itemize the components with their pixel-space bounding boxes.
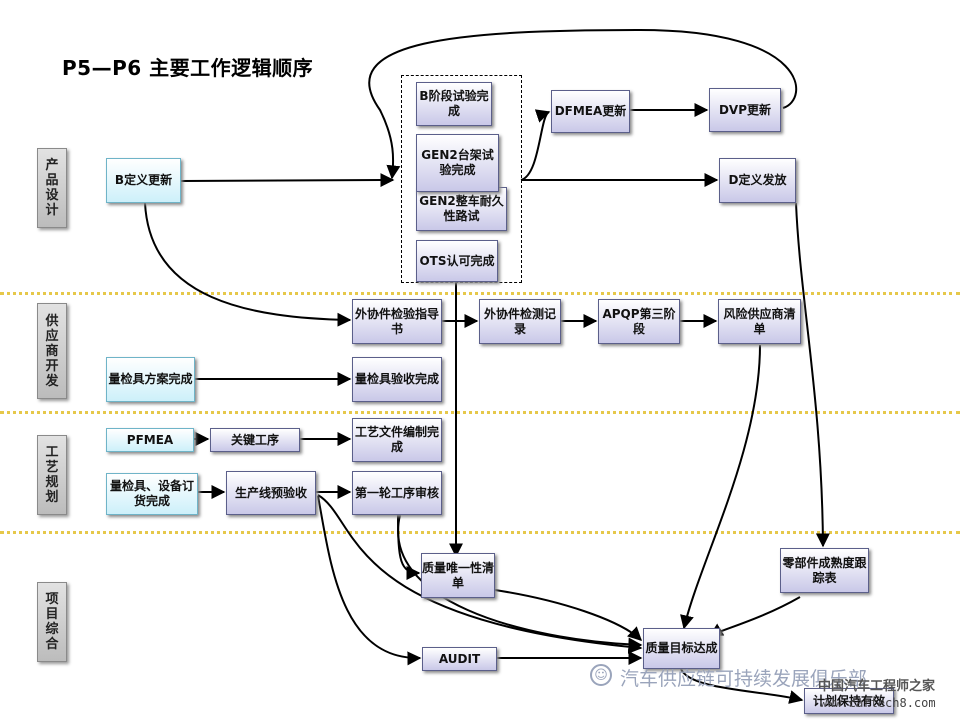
node-dvp-update: DVP更新 — [709, 88, 781, 132]
node-first-round-process-audit: 第一轮工序审核 — [352, 471, 442, 515]
edge-bdef-gen2 — [180, 173, 395, 188]
node-dfmea-update: DFMEA更新 — [551, 90, 630, 133]
node-gen2-vehicle-durability: GEN2整车耐久性路试 — [416, 187, 507, 231]
node-process-document-complete: 工艺文件编制完成 — [352, 418, 442, 462]
node-gauge-acceptance-complete: 量检具验收完成 — [352, 357, 442, 402]
node-d-definition-release: D定义发放 — [719, 158, 796, 203]
page-title: P5—P6 主要工作逻辑顺序 — [62, 56, 314, 80]
node-line-pre-acceptance: 生产线预验收 — [226, 471, 316, 515]
node-apqp-phase3: APQP第三阶段 — [598, 299, 680, 344]
edge-bdef-extguide — [144, 202, 352, 327]
node-gauge-equipment-ordered: 量检具、设备订货完成 — [106, 473, 198, 515]
watermark-url: www.cartech8.com — [820, 696, 936, 710]
watermark-site: 中国汽车工程师之家 — [818, 679, 936, 694]
edge-gen2-dfmea — [520, 109, 551, 181]
node-b-definition-update: B定义更新 — [106, 158, 181, 203]
edge-qlist-goal — [494, 589, 643, 641]
lane-supplier-development: 供应商开发 — [37, 303, 67, 399]
edge-linepre-audit — [317, 495, 422, 666]
node-gauge-plan-complete: 量检具方案完成 — [106, 357, 195, 402]
edge-firstrev-goal — [397, 514, 643, 652]
edge-goal-plan — [680, 668, 804, 704]
edge-ddef-maturity — [795, 202, 830, 548]
node-plan-keep-effective: 计划保持有效 — [804, 688, 894, 714]
edge-risk-goal — [680, 344, 761, 630]
lane-process-planning: 工艺规划 — [37, 435, 67, 515]
node-gen2-bench-test-complete: GEN2台架试验完成 — [416, 134, 499, 192]
lane-product-design: 产品设计 — [37, 148, 67, 228]
node-audit: AUDIT — [422, 647, 497, 671]
node-quality-uniqueness-list: 质量唯一性清单 — [421, 553, 495, 598]
node-part-maturity-tracker: 零部件成熟度跟踪表 — [780, 548, 869, 593]
watermark-text: 汽车供应链可持续发展俱乐部 — [620, 668, 868, 690]
node-external-inspection-guide: 外协件检验指导书 — [352, 299, 442, 344]
lane-separator — [0, 292, 960, 295]
lane-separator — [0, 531, 960, 534]
node-risk-supplier-list: 风险供应商清单 — [718, 299, 801, 344]
wechat-icon: ☺ — [590, 664, 612, 686]
edge-linepre-goal — [317, 494, 643, 654]
edge-dvp-loop — [368, 28, 798, 180]
lane-project-integration: 项目综合 — [37, 582, 67, 662]
node-ots-approval-complete: OTS认可完成 — [416, 240, 498, 282]
node-b-stage-test-complete: B阶段试验完成 — [416, 82, 492, 126]
edge-maturity-goal — [708, 596, 801, 637]
node-pfmea: PFMEA — [106, 428, 194, 452]
node-key-operation: 关键工序 — [210, 428, 300, 452]
node-quality-target-achieved: 质量目标达成 — [643, 628, 720, 669]
node-external-inspection-record: 外协件检测记录 — [479, 299, 561, 344]
lane-separator — [0, 411, 960, 414]
